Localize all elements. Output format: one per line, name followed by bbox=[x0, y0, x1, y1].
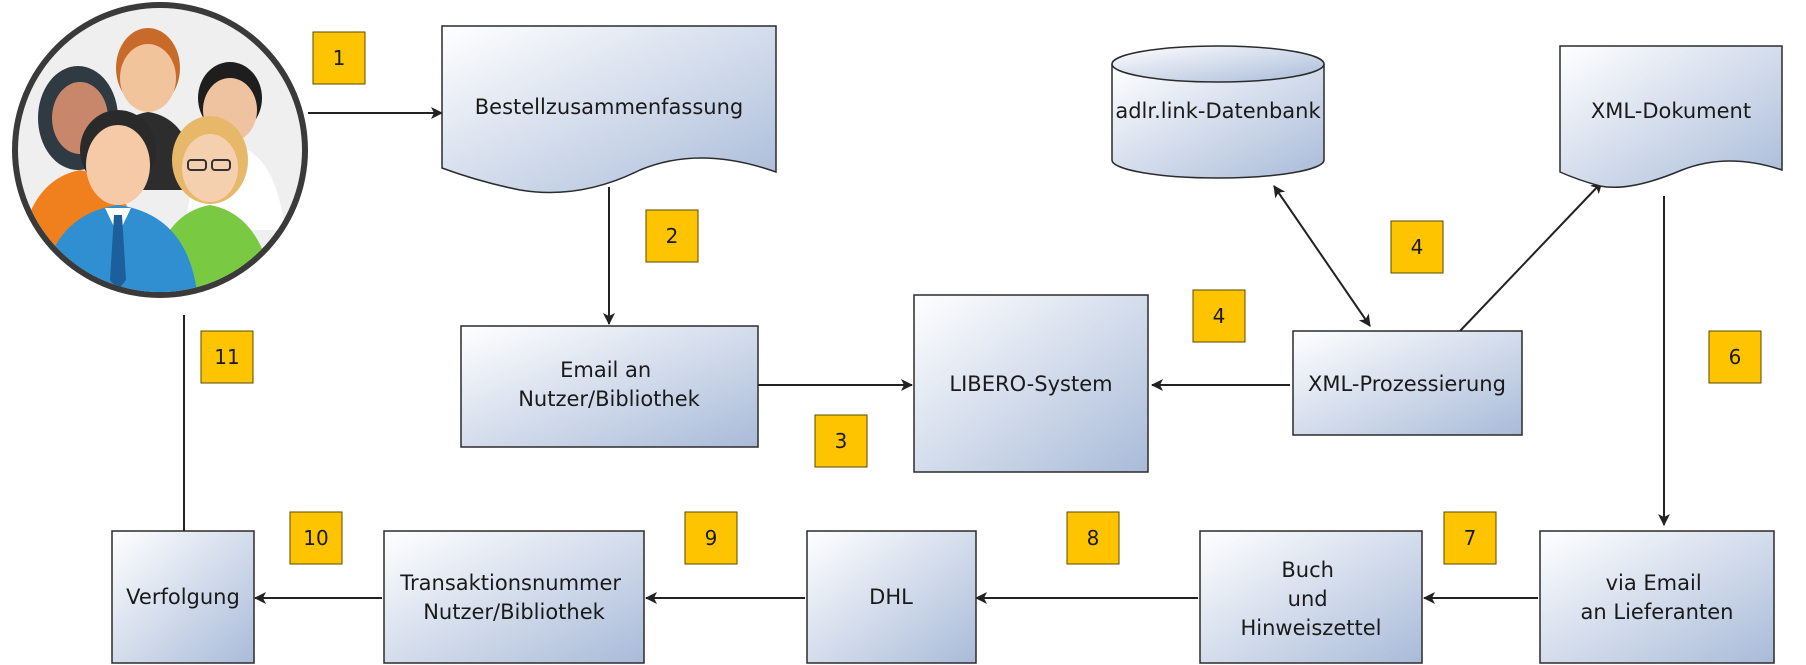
badge-4b: 4 bbox=[1192, 289, 1246, 343]
node-via-line1: via Email bbox=[1606, 571, 1702, 595]
node-trans-line1: Transaktionsnummer bbox=[399, 571, 621, 595]
svg-text:7: 7 bbox=[1464, 526, 1477, 550]
node-database: adlr.link-Datenbank bbox=[1111, 45, 1325, 179]
node-xml-dokument: XML-Dokument bbox=[1559, 45, 1783, 189]
node-bestell-label: Bestellzusammenfassung bbox=[475, 95, 743, 119]
badge-7: 7 bbox=[1443, 511, 1497, 565]
badge-1: 1 bbox=[312, 31, 366, 85]
badge-9: 9 bbox=[684, 511, 738, 565]
node-trans-line2: Nutzer/Bibliothek bbox=[423, 600, 605, 624]
node-via-line2: an Lieferanten bbox=[1581, 600, 1734, 624]
node-verfolgung: Verfolgung bbox=[111, 530, 255, 664]
svg-text:10: 10 bbox=[303, 526, 328, 550]
svg-text:Buch und Hinwe: Buch und Hinweiszettel bbox=[1241, 558, 1382, 640]
badge-8: 8 bbox=[1066, 511, 1120, 565]
svg-text:8: 8 bbox=[1087, 526, 1100, 550]
node-buch-line1: Buch bbox=[1281, 558, 1334, 582]
badge-6: 6 bbox=[1708, 330, 1762, 384]
svg-text:4: 4 bbox=[1213, 304, 1226, 328]
node-xml-prozessierung-label: XML-Prozessierung bbox=[1308, 372, 1506, 396]
edge-db-xmlproc bbox=[1273, 185, 1371, 327]
svg-text:11: 11 bbox=[214, 345, 239, 369]
user-group-icon bbox=[18, 8, 302, 292]
node-database-label: adlr.link-Datenbank bbox=[1115, 99, 1321, 123]
nodes: Bestellzusammenfassung Email an Nutzer/B… bbox=[111, 25, 1783, 664]
node-email: Email an Nutzer/Bibliothek bbox=[460, 325, 759, 448]
edge-xmlproc-xmldoc bbox=[1459, 181, 1603, 332]
svg-text:Email an Nutzer/Biblio: Email an Nutzer/Bibliothek bbox=[518, 358, 700, 411]
node-via-email: via Email an Lieferanten bbox=[1539, 530, 1775, 664]
svg-text:3: 3 bbox=[835, 429, 848, 453]
badge-10: 10 bbox=[289, 511, 343, 565]
badge-2: 2 bbox=[645, 209, 699, 263]
badge-11: 11 bbox=[200, 330, 254, 384]
node-dhl-label: DHL bbox=[869, 585, 913, 609]
node-xml-prozessierung: XML-Prozessierung bbox=[1292, 330, 1523, 436]
node-buch: Buch und Hinweiszettel bbox=[1199, 530, 1423, 664]
node-buch-line3: Hinweiszettel bbox=[1241, 616, 1382, 640]
node-libero: LIBERO-System bbox=[913, 294, 1149, 473]
node-email-line2: Nutzer/Bibliothek bbox=[518, 387, 700, 411]
svg-text:9: 9 bbox=[705, 526, 718, 550]
node-dhl: DHL bbox=[806, 530, 977, 664]
svg-text:4: 4 bbox=[1411, 235, 1424, 259]
step-badges: 1 2 3 4 4 6 7 8 bbox=[200, 31, 1762, 565]
svg-text:1: 1 bbox=[333, 46, 346, 70]
node-transaktionsnummer: Transaktionsnummer Nutzer/Bibliothek bbox=[383, 530, 645, 664]
avatar bbox=[12, 2, 308, 298]
badge-4a: 4 bbox=[1390, 220, 1444, 274]
node-xml-dokument-label: XML-Dokument bbox=[1591, 99, 1751, 123]
node-bestellzusammenfassung: Bestellzusammenfassung bbox=[441, 25, 777, 194]
svg-text:2: 2 bbox=[666, 224, 679, 248]
svg-text:via Email an Lieferant: via Email an Lieferanten bbox=[1581, 571, 1734, 624]
svg-text:6: 6 bbox=[1729, 345, 1742, 369]
node-verfolgung-label: Verfolgung bbox=[126, 585, 240, 609]
node-email-line1: Email an bbox=[560, 358, 651, 382]
badge-3: 3 bbox=[814, 414, 868, 468]
node-buch-line2: und bbox=[1288, 587, 1328, 611]
node-libero-label: LIBERO-System bbox=[949, 372, 1112, 396]
svg-text:Transaktionsnummer Nut: Transaktionsnummer Nutzer/Bibliothek bbox=[399, 571, 627, 624]
edges bbox=[183, 107, 1670, 604]
